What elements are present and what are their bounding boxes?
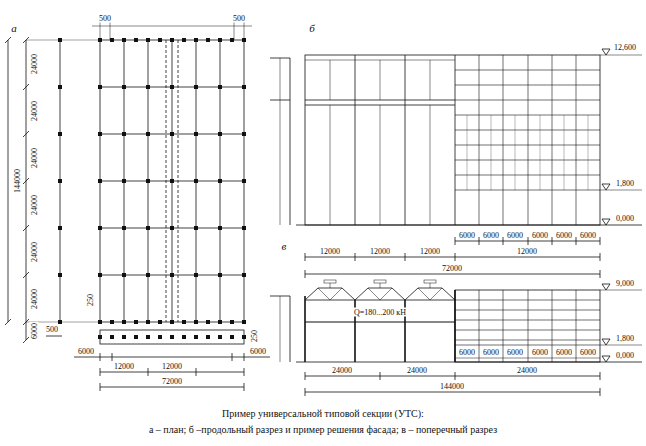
level-mark: 9,000 [615, 279, 635, 288]
dimension-text: 250 [250, 329, 259, 343]
dimension-text: 12000 [516, 247, 538, 256]
dimension-text: 144000 [13, 168, 22, 194]
dimension-text: 12000 [161, 362, 183, 371]
dimension-text: 6000 [77, 347, 95, 356]
dimension-text: 144000 [439, 382, 465, 391]
sheet-letter: б [308, 22, 316, 34]
dimension-text: 6000 [30, 322, 39, 340]
dimension-text: 6000 [249, 347, 267, 356]
level-mark: 12,600 [613, 43, 637, 52]
dimension-text: 12000 [113, 362, 135, 371]
caption: Пример универсальной типовой секции (УТС… [221, 408, 425, 420]
dimension-text: 12000 [369, 247, 391, 256]
dimension-text: 500 [232, 14, 246, 23]
dimension-text: 24000 [30, 100, 39, 122]
dimension-text: 12000 [319, 247, 341, 256]
dimension-text: 24000 [516, 366, 538, 375]
level-mark: 1,800 [615, 334, 635, 343]
dimension-text: 72000 [161, 377, 183, 386]
level-mark: 0,000 [615, 351, 635, 360]
dimension-text: 500 [98, 14, 112, 23]
dimension-text: 6000 [482, 348, 500, 357]
dimension-text: 6000 [555, 231, 573, 240]
dimension-text: 24000 [30, 288, 39, 310]
dimension-text: 24000 [30, 241, 39, 263]
dimension-text: 24000 [331, 366, 353, 375]
dimension-text: 6000 [579, 231, 597, 240]
caption-line: а – план; б –продольный разрез и пример … [148, 424, 498, 436]
dimension-text: 24000 [30, 194, 39, 216]
level-mark: 0,000 [615, 214, 635, 223]
dimension-text: 250 [86, 293, 95, 307]
dimension-text: 6000 [531, 231, 549, 240]
dimension-text: 72000 [441, 264, 463, 273]
dimension-text: 6000 [506, 231, 524, 240]
dimension-text: 6000 [458, 231, 476, 240]
dimension-text: 500 [45, 325, 59, 334]
dimension-text: 6000 [531, 348, 549, 357]
level-mark: 1,800 [615, 179, 635, 188]
dimension-text: 6000 [506, 348, 524, 357]
crane-load: Q=180...200 кН [353, 308, 407, 317]
dimension-text: 24000 [30, 147, 39, 169]
dimension-text: 24000 [30, 53, 39, 75]
dimension-text: 6000 [579, 348, 597, 357]
sheet-letter: в [281, 240, 288, 252]
dimension-text: 6000 [482, 231, 500, 240]
dimension-text: 6000 [458, 348, 476, 357]
dimension-text: 6000 [555, 348, 573, 357]
dimension-text: 12000 [419, 247, 441, 256]
sheet-letter: а [10, 22, 18, 34]
dimension-text: 24000 [406, 366, 428, 375]
